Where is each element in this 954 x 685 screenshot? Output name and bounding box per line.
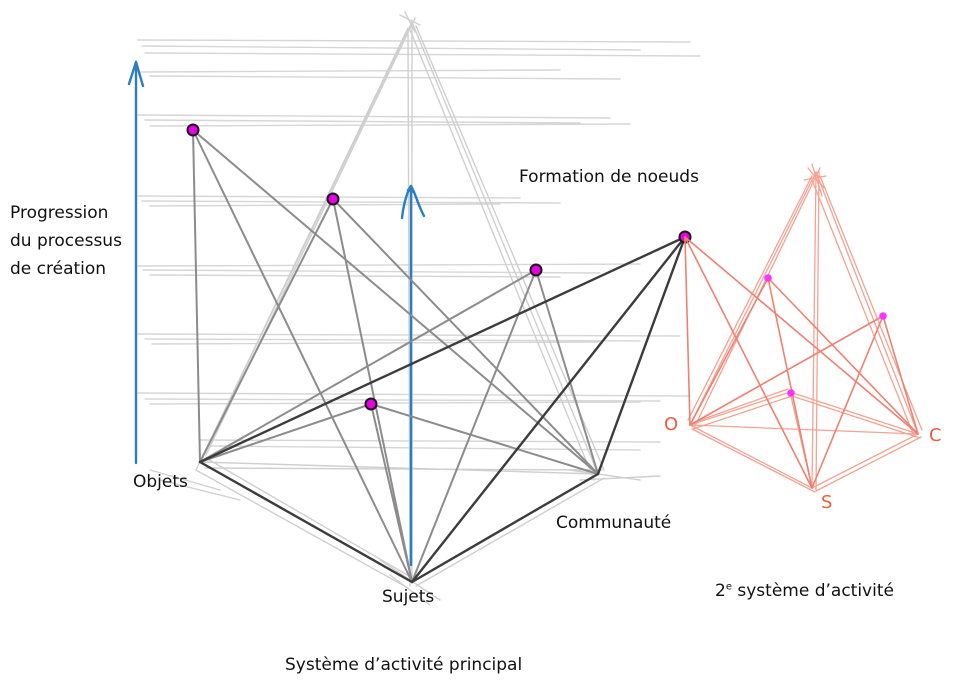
second-system-text: système d’activité bbox=[731, 581, 894, 601]
progression-arrows bbox=[127, 60, 426, 567]
sketch-horizontal-strokes bbox=[137, 39, 701, 451]
node-4 bbox=[364, 397, 378, 411]
left-arrow-head bbox=[127, 60, 145, 88]
node-edges bbox=[192, 129, 599, 583]
second-system-number: 2 bbox=[715, 581, 726, 601]
o-label: O bbox=[664, 414, 679, 435]
second-system-edges bbox=[684, 236, 919, 489]
objets-label: Objets bbox=[133, 472, 188, 492]
second-node-2 bbox=[879, 312, 887, 320]
second-system-nodes bbox=[764, 274, 887, 397]
second-system-superscript: e bbox=[725, 581, 732, 593]
second-system-label: 2e système d’activité bbox=[715, 581, 894, 601]
sujets-label: Sujets bbox=[382, 587, 435, 607]
progression-label: Progression du processus de création bbox=[10, 199, 122, 283]
dark-edges bbox=[198, 235, 687, 584]
node-1 bbox=[186, 123, 200, 137]
second-node-1 bbox=[764, 274, 772, 282]
progression-label-line-3: de création bbox=[10, 259, 107, 279]
center-arrow-head bbox=[400, 184, 426, 220]
communaute-label: Communauté bbox=[556, 513, 672, 533]
node-3 bbox=[529, 263, 543, 277]
second-node-3 bbox=[787, 389, 795, 397]
progression-label-line-2: du processus bbox=[10, 231, 122, 251]
s-label: S bbox=[821, 492, 833, 513]
formation-label: Formation de noeuds bbox=[519, 167, 699, 187]
progression-label-line-1: Progression bbox=[10, 203, 109, 223]
node-2 bbox=[326, 192, 340, 206]
main-system-label: Système d’activité principal bbox=[285, 655, 523, 675]
c-label: C bbox=[929, 425, 942, 446]
